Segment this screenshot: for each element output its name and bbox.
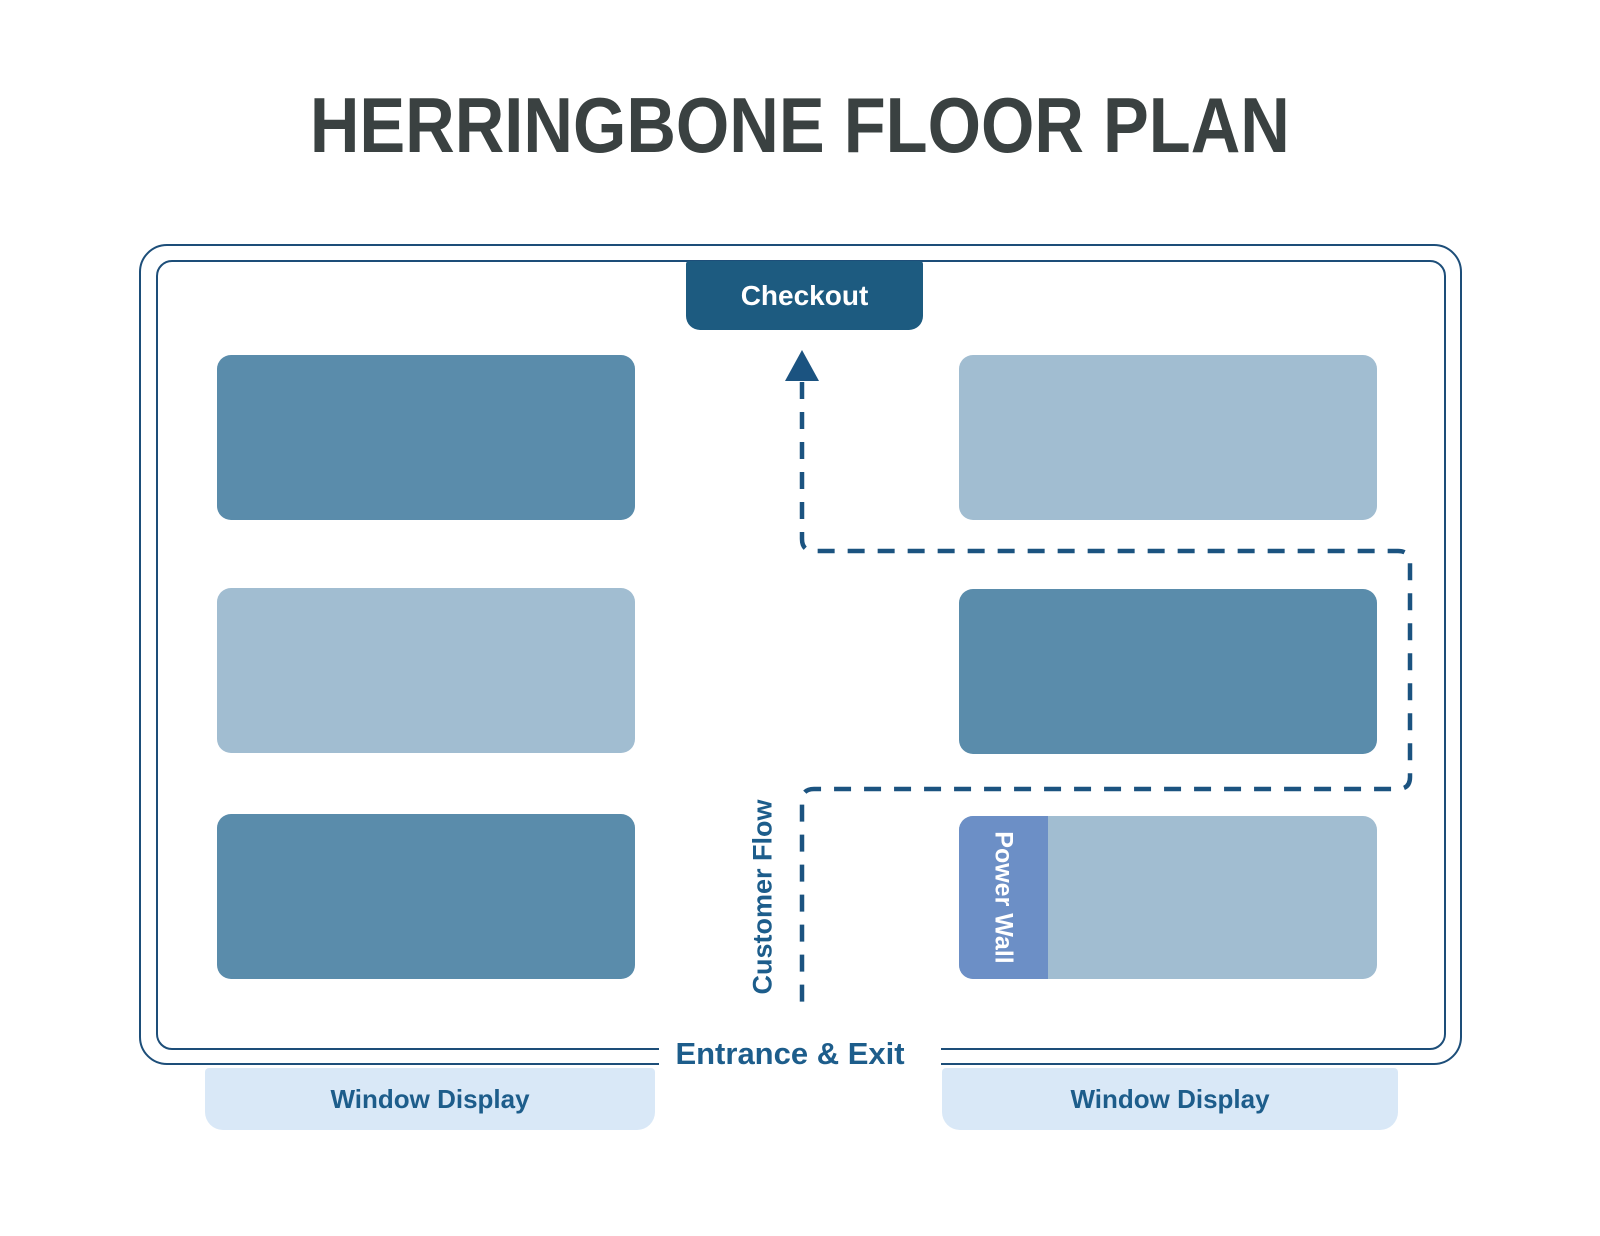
entrance-gap: [659, 1038, 941, 1076]
fixture-left-top: [217, 355, 635, 520]
entrance-label: Entrance & Exit: [675, 1036, 905, 1071]
fixture-right-top: [959, 355, 1377, 520]
page-title: HERRINGBONE FLOOR PLAN: [0, 80, 1600, 171]
power-wall-strip: Power Wall: [959, 816, 1048, 979]
power-wall-label: Power Wall: [990, 831, 1018, 964]
window-display-right: Window Display: [942, 1068, 1398, 1130]
checkout-label: Checkout: [740, 279, 869, 311]
window-display-left: Window Display: [205, 1068, 655, 1130]
fixture-right-bottom: Power Wall: [959, 816, 1377, 979]
fixture-left-bottom: [217, 814, 635, 979]
fixture-left-middle: [217, 588, 635, 753]
checkout-box: Checkout: [686, 261, 923, 330]
window-display-right-label: Window Display: [1070, 1083, 1270, 1114]
customer-flow-label: Customer Flow: [747, 799, 778, 995]
fixture-right-middle: [959, 589, 1377, 754]
window-display-left-label: Window Display: [330, 1083, 530, 1114]
page-title-text: HERRINGBONE FLOOR PLAN: [309, 81, 1291, 169]
